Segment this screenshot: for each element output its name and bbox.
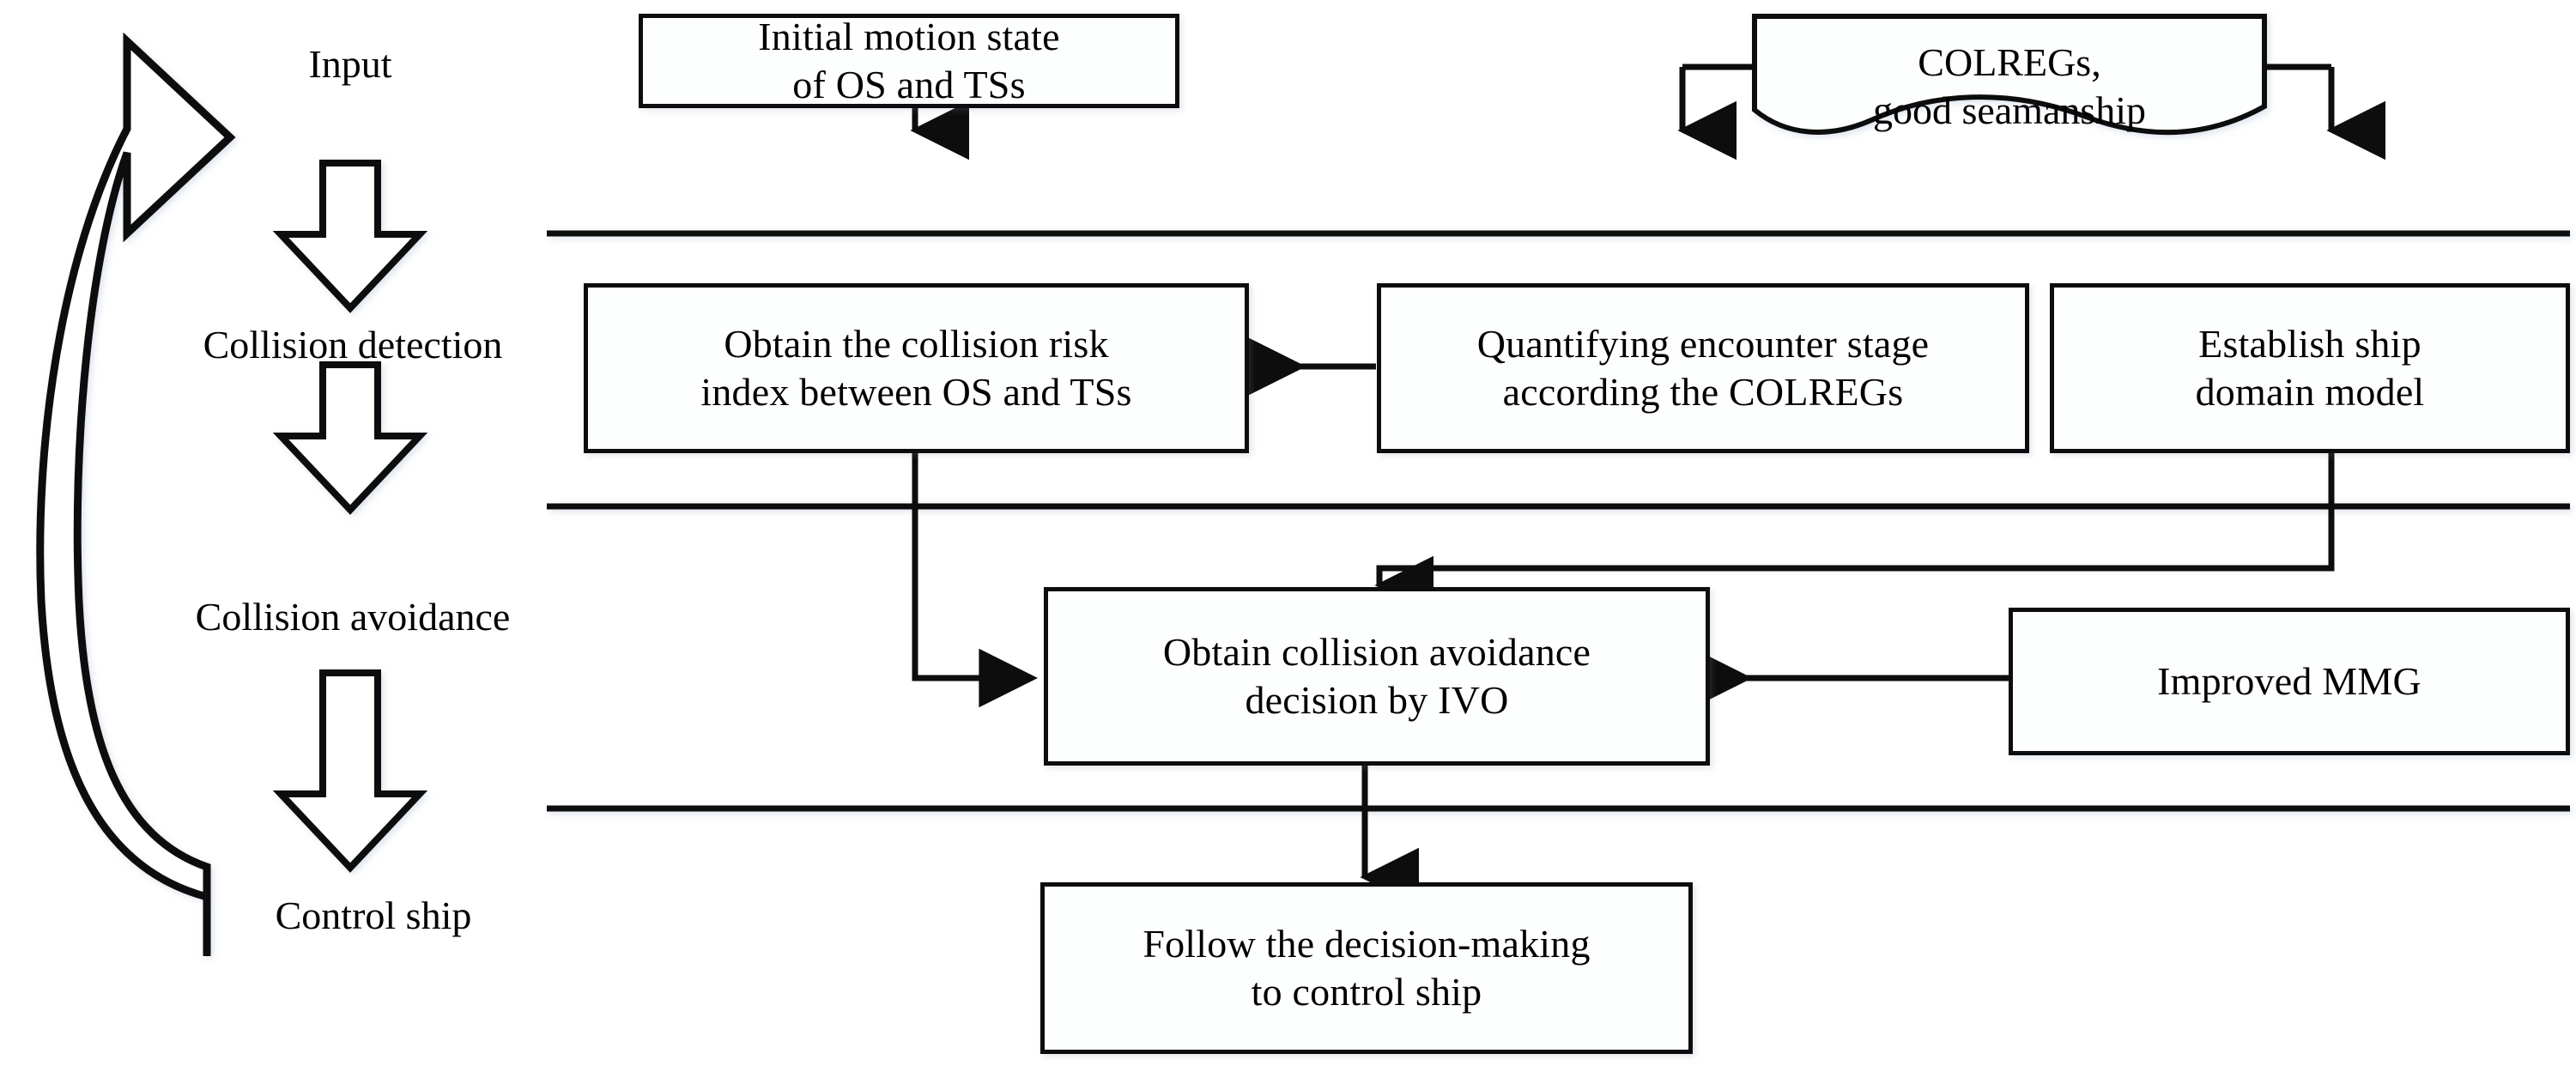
stage-label-collision-detection: Collision detection	[203, 323, 503, 366]
feedback-loop-arrow	[36, 32, 236, 956]
node-initial-motion-state[interactable]: Initial motion state of OS and TSs	[639, 14, 1179, 108]
node-initial-motion-state-label: Initial motion state of OS and TSs	[758, 14, 1060, 106]
node-collision-avoidance-decision-label: Obtain collision avoidance decision by I…	[1162, 629, 1591, 722]
stage-block-arrows	[272, 160, 428, 873]
node-improved-mmg[interactable]: Improved MMG	[2009, 608, 2570, 755]
connector-risk-to-avoidance	[912, 453, 1039, 708]
node-establish-ship-domain-model[interactable]: Establish ship domain model	[2050, 283, 2570, 453]
stage-label-collision-avoidance: Collision avoidance	[195, 595, 511, 639]
stage-separators	[547, 230, 2570, 812]
connector-domain-to-avoidance	[1376, 453, 2335, 577]
block-arrow-avoidance-to-control	[272, 669, 428, 873]
stage-label-input: Input	[308, 42, 392, 86]
node-follow-decision-making[interactable]: Follow the decision-making to control sh…	[1040, 882, 1693, 1054]
block-arrow-detection-to-avoidance	[272, 361, 428, 515]
stage-label-control-ship: Control ship	[275, 893, 472, 937]
node-quantifying-encounter-stage[interactable]: Quantifying encounter stage according th…	[1377, 283, 2029, 453]
node-improved-mmg-label: Improved MMG	[2157, 658, 2421, 703]
node-quantifying-encounter-stage-label: Quantifying encounter stage according th…	[1476, 321, 1930, 414]
node-collision-avoidance-decision[interactable]: Obtain collision avoidance decision by I…	[1044, 587, 1710, 766]
node-follow-decision-making-label: Follow the decision-making to control sh…	[1143, 921, 1591, 1014]
node-collision-risk-index[interactable]: Obtain the collision risk index between …	[584, 283, 1249, 453]
node-collision-risk-index-label: Obtain the collision risk index between …	[700, 321, 1132, 414]
node-establish-ship-domain-model-label: Establish ship domain model	[2195, 321, 2425, 414]
colregs-document-shape	[1752, 14, 2267, 136]
block-arrow-input-to-detection	[272, 160, 428, 313]
